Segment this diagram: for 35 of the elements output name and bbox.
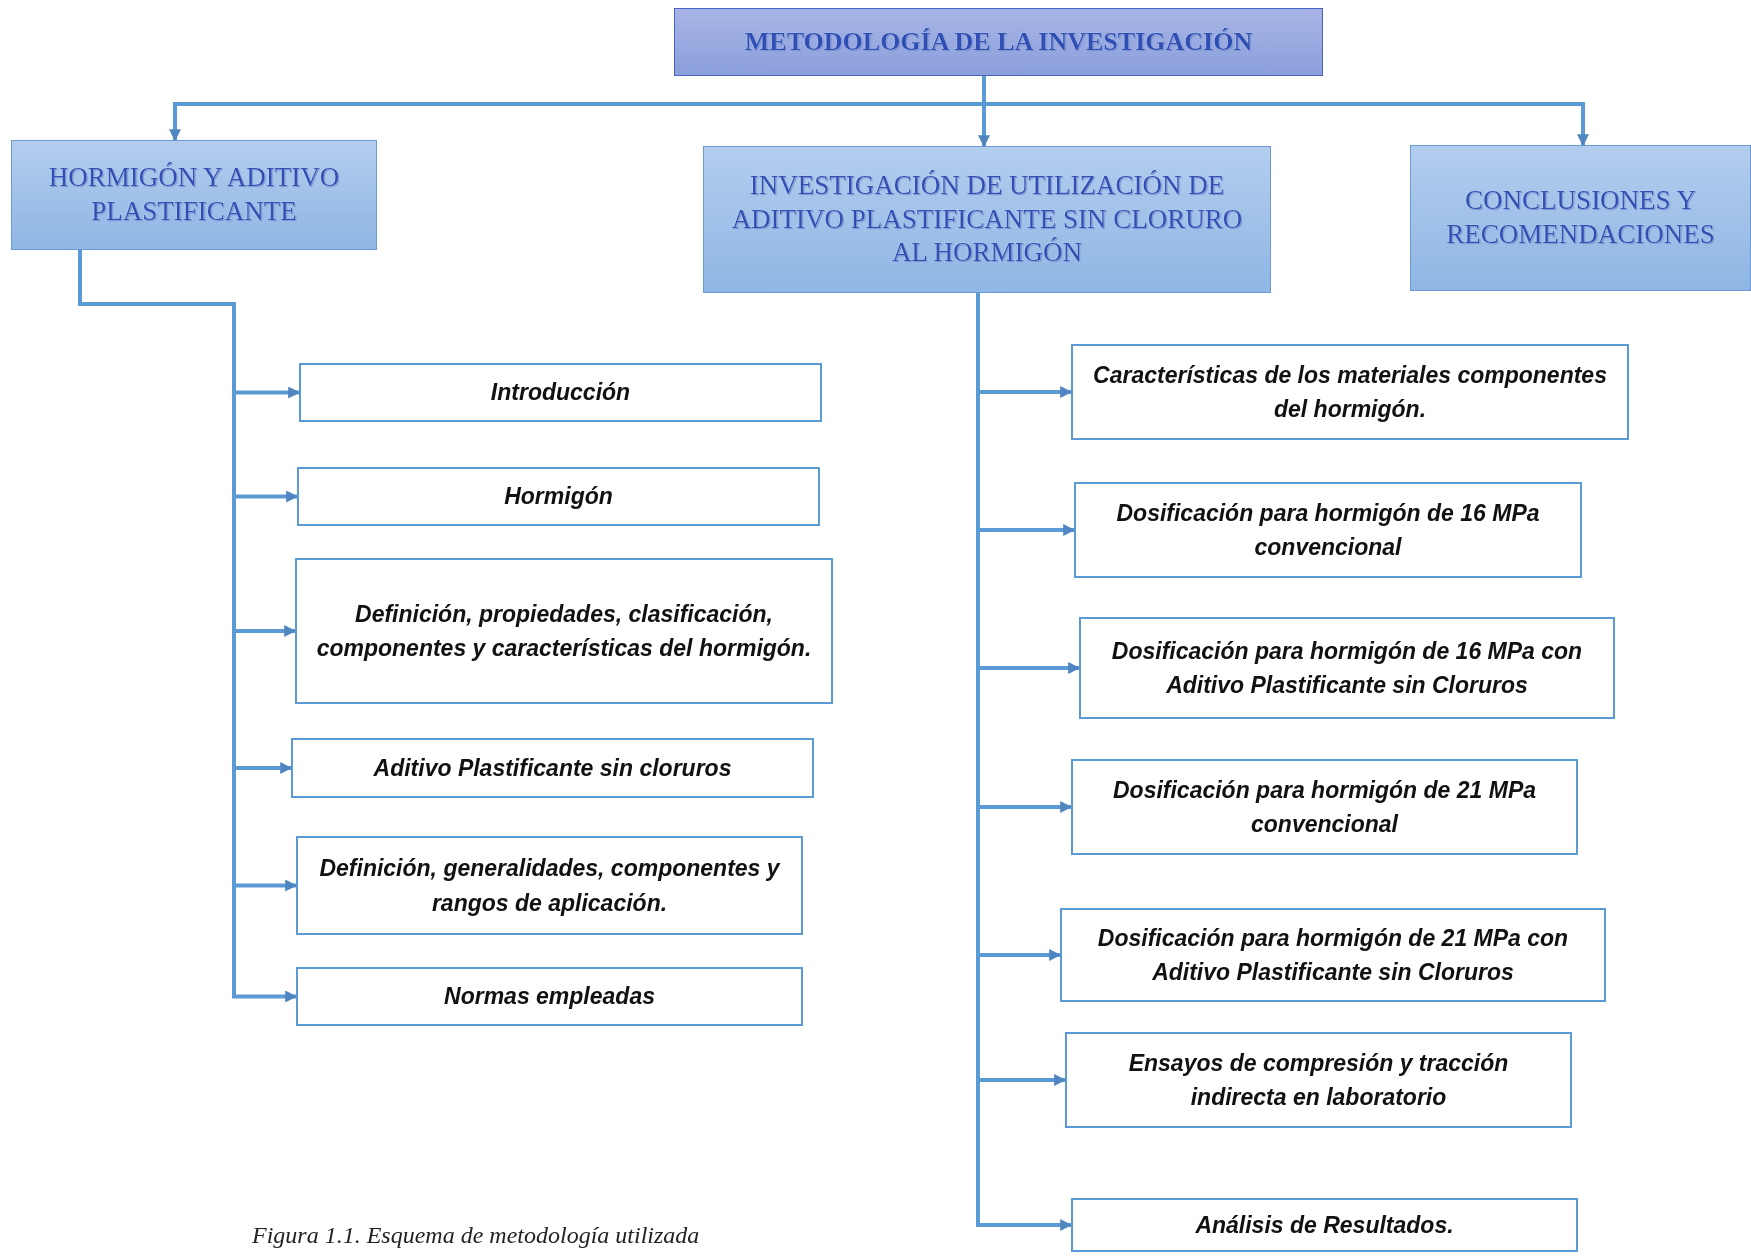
topic-text: Ensayos de compresión y tracción indirecta en laboratorio	[1127, 1048, 1510, 1112]
topic-text: Definición, generalidades, componentes y rangos de aplicación.	[318, 854, 782, 918]
topic-box	[291, 738, 814, 798]
section-header-box	[703, 146, 1271, 293]
title-text: METODOLOGÍA DE LA INVESTIGACIÓN	[744, 25, 1253, 58]
topic-box	[1071, 759, 1578, 855]
topic-text: Normas empleadas	[443, 982, 656, 1012]
section-header-box	[1410, 145, 1751, 291]
title-box	[674, 8, 1323, 76]
header-text: HORMIGÓN Y ADITIVO PLASTIFICANTE	[47, 161, 341, 228]
topic-text: Análisis de Resultados.	[1194, 1210, 1455, 1240]
topic-box	[295, 558, 833, 704]
topic-text: Dosificación para hormigón de 16 MPa con Aditivo Plastificante sin Cloruros	[1110, 636, 1584, 700]
section-header-box	[11, 140, 377, 250]
topic-box	[1074, 482, 1582, 578]
topic-box	[297, 467, 820, 526]
topic-box	[1060, 908, 1606, 1002]
topic-box	[1071, 344, 1629, 440]
topic-box	[1071, 1198, 1578, 1252]
topic-text: Dosificación para hormigón de 21 MPa convencional	[1111, 775, 1537, 839]
header-text: INVESTIGACIÓN DE UTILIZACIÓN DE ADITIVO PLASTIFICANTE SIN CLORURO AL HORMIGÓN	[730, 168, 1244, 270]
topic-text: Dosificación para hormigón de 21 MPa con Aditivo Plastificante sin Cloruros	[1096, 923, 1570, 987]
topic-text: Definición, propiedades, clasificación, componentes y características del hormigón.	[315, 599, 813, 663]
topic-box	[296, 967, 803, 1026]
header-text: CONCLUSIONES Y RECOMENDACIONES	[1445, 184, 1716, 251]
topic-text: Características de los materiales componentes del hormigón.	[1092, 360, 1608, 424]
topic-text: Introducción	[489, 378, 632, 408]
topic-box	[1079, 617, 1615, 719]
topic-box	[296, 836, 803, 935]
topic-text: Hormigón	[503, 482, 614, 512]
topic-text: Aditivo Plastificante sin cloruros	[372, 753, 733, 783]
topic-text: Dosificación para hormigón de 16 MPa convencional	[1115, 498, 1541, 562]
figure-caption: Figura 1.1. Esquema de metodología utilizada	[252, 1222, 700, 1249]
topic-box	[299, 363, 822, 422]
topic-box	[1065, 1032, 1572, 1128]
